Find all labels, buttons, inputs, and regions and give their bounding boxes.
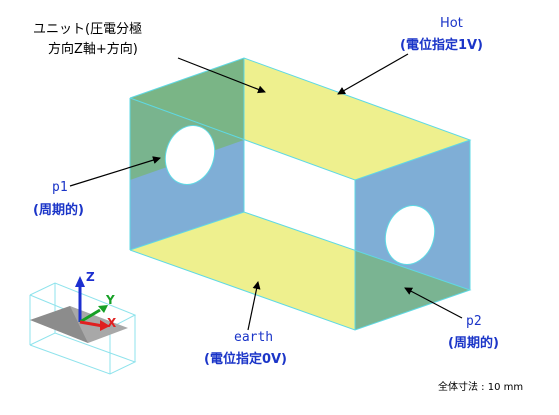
p2-desc: (周期的)	[448, 336, 499, 351]
p2-hole	[384, 205, 436, 265]
hot-desc: (電位指定1V)	[400, 38, 483, 53]
unit-arrow	[177, 57, 266, 94]
unit-box	[129, 57, 472, 331]
earth-arrow	[247, 281, 261, 331]
earth-label: earth	[234, 330, 274, 345]
p2-label: p2	[466, 314, 482, 329]
earth-desc: (電位指定0V)	[204, 352, 287, 367]
p1-hole	[164, 125, 216, 185]
unit-label-line1: ユニット(圧電分極	[33, 22, 143, 37]
p1-desc: (周期的)	[33, 203, 84, 218]
x-axis-head	[100, 320, 110, 331]
p2-arrow	[404, 287, 463, 319]
p1-label: p1	[52, 180, 68, 195]
p1-arrow	[69, 156, 161, 187]
y-axis	[79, 308, 101, 324]
y-axis-head	[98, 305, 108, 313]
z-axis-head	[75, 276, 85, 287]
front-face-bottom	[130, 212, 355, 330]
leader-lines	[69, 53, 463, 331]
dimension-note: 全体寸法 : 10 mm	[438, 382, 524, 393]
orientation-triad: Z Y X	[29, 270, 137, 375]
hot-label: Hot	[440, 16, 463, 31]
triad-plane-dark	[30, 306, 88, 343]
x-axis	[79, 320, 104, 328]
z-axis-label: Z	[86, 270, 95, 284]
y-axis-label: Y	[105, 293, 115, 307]
unit-label-line2: 方向Z軸+方向)	[48, 42, 138, 57]
x-axis-label: X	[107, 316, 117, 330]
hot-arrow	[337, 53, 409, 95]
